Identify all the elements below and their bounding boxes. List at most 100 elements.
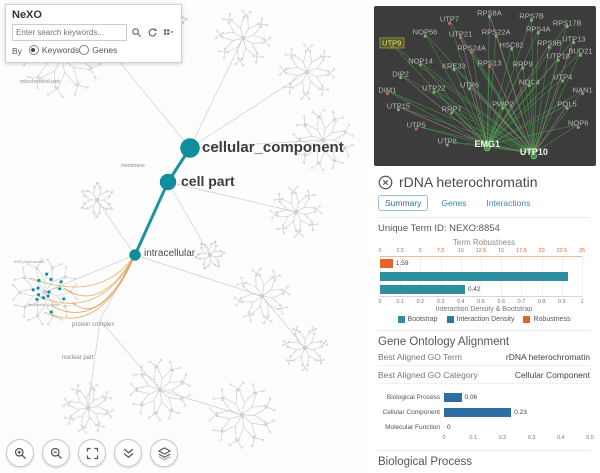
tree-label-cell-part[interactable]: cell part: [181, 173, 235, 189]
gene-node-nop56[interactable]: NOP56: [412, 27, 438, 37]
gene-node-utp6[interactable]: UTP6: [459, 80, 480, 90]
gene-node-utp15[interactable]: UTP15: [386, 101, 411, 111]
gene-network-edges: [385, 13, 585, 160]
robustness-axis-label: Interaction Density & Bootstrap: [435, 306, 533, 313]
bottom-axis-tick: 0: [378, 299, 382, 305]
gene-node-noc4[interactable]: NOC4: [518, 77, 540, 87]
gene-node-nop6[interactable]: NOP6: [568, 118, 589, 128]
top-axis-tick: 5: [418, 248, 422, 254]
fit-to-screen-button[interactable]: [78, 439, 106, 467]
bottom-axis-tick: 0.7: [517, 299, 526, 305]
bottom-axis-tick: 0.8: [537, 299, 546, 305]
radio-dot-genes: [79, 45, 90, 55]
go-category-value: Cellular Component: [514, 370, 590, 380]
gene-node-rps22a[interactable]: RPS22A: [481, 27, 511, 37]
top-axis-line: [380, 256, 582, 257]
gene-node-rrp9[interactable]: RRP9: [512, 59, 533, 69]
gene-network-panel[interactable]: UTP7 RPS8A RPS7B RPS17B NOP56 UTP21 RPS22A RPS4…: [374, 6, 596, 166]
go-chart-row: Biological Process 0.06: [378, 390, 590, 405]
gene-node-rps17b[interactable]: RPS17B: [552, 18, 582, 28]
close-icon[interactable]: [378, 175, 393, 190]
zoom-in-button[interactable]: [6, 439, 34, 467]
tab-interactions[interactable]: Interactions: [486, 198, 531, 208]
go-term-key: Best Aligned GO Term: [378, 352, 462, 362]
gene-node-utp5[interactable]: UTP5: [406, 120, 426, 130]
bar-interaction-density: [380, 285, 465, 294]
gene-node-rps8a[interactable]: RPS8A: [477, 8, 502, 18]
top-axis-tick: 15: [498, 248, 505, 254]
gene-node-emg1[interactable]: EMG1: [474, 139, 500, 150]
gene-node-utp18[interactable]: UTP18: [546, 51, 570, 61]
gene-node-utp9[interactable]: UTP9: [379, 37, 405, 49]
fit-to-screen-icon: [86, 447, 98, 459]
tree-label-intracellular[interactable]: intracellular: [144, 248, 196, 259]
zoom-in-icon: [14, 447, 26, 459]
tree-label-protein-complex: protein complex: [72, 322, 115, 328]
gene-node-utp4[interactable]: UTP4: [553, 72, 573, 82]
gene-node-dip2[interactable]: DIP2: [392, 69, 409, 79]
refresh-icon[interactable]: [146, 26, 159, 39]
canvas-toolbar: [6, 439, 178, 467]
biological-process-heading: Biological Process: [378, 450, 590, 468]
gene-node-hsc82[interactable]: HSC82: [499, 40, 524, 50]
gene-node-utp13[interactable]: UTP13: [562, 34, 586, 44]
go-chart-track: 0.23: [444, 408, 590, 417]
zoom-out-icon: [50, 447, 62, 459]
gene-node-utp22[interactable]: UTP22: [422, 83, 446, 93]
zoom-out-button[interactable]: [42, 439, 70, 467]
gene-node-utp21[interactable]: UTP21: [448, 29, 473, 39]
go-chart-value: 0: [447, 424, 451, 431]
gene-node-bud21[interactable]: BUD21: [568, 46, 593, 56]
collapse-button[interactable]: [114, 439, 142, 467]
go-chart-value: 0.23: [514, 409, 527, 416]
gene-node-rps7b[interactable]: RPS7B: [519, 11, 544, 21]
gene-node-utp7[interactable]: UTP7: [439, 14, 460, 24]
gene-node-rps13[interactable]: RPS13: [477, 58, 502, 68]
radio-keywords[interactable]: Keywords: [28, 45, 79, 55]
gene-node-utp10[interactable]: UTP10: [519, 147, 548, 158]
term-title: rDNA heterochromatin: [399, 174, 538, 190]
collapse-icon: [123, 448, 133, 458]
bar-robustness: [380, 259, 393, 268]
gene-node-dim1[interactable]: DIM1: [378, 85, 397, 95]
search-icon[interactable]: [130, 26, 143, 39]
go-chart-category: Biological Process: [386, 394, 440, 401]
tab-genes[interactable]: Genes: [441, 198, 467, 208]
radio-genes[interactable]: Genes: [79, 45, 117, 55]
top-axis-tick: 0: [378, 248, 382, 254]
bar-bootstrap: [380, 272, 568, 281]
legend-item-bootstrap: Bootstrap: [397, 316, 438, 323]
gene-node-pwp2[interactable]: PWP2: [492, 99, 514, 109]
term-id: Unique Term ID: NEXO:8854: [378, 217, 590, 234]
go-chart-track: 0.06: [444, 393, 590, 402]
gene-node-rps24a[interactable]: RPS24A: [457, 43, 487, 53]
gene-node-rps4a[interactable]: RPS4A: [525, 24, 551, 34]
gene-node-nan1[interactable]: NAN1: [572, 85, 593, 95]
gene-node-nop14[interactable]: NOP14: [408, 56, 433, 66]
gene-node-kre33[interactable]: KRE33: [442, 61, 466, 71]
go-chart-bar: [444, 408, 512, 417]
detail-header: rDNA heterochromatin: [378, 174, 590, 190]
layers-button[interactable]: [150, 439, 178, 467]
gene-node-utp8[interactable]: UTP8: [437, 136, 457, 146]
gene-node-rps9b[interactable]: RPS9B: [537, 38, 562, 48]
top-axis-tick: 7.5: [436, 248, 445, 254]
layers-icon: [157, 446, 171, 460]
tree-label-cellular-component[interactable]: cellular_component: [202, 139, 344, 156]
gene-node-pol5[interactable]: POL5: [557, 99, 577, 109]
right-column: UTP7 RPS8A RPS7B RPS17B NOP56 UTP21 RPS22A RPS4…: [368, 0, 600, 473]
tab-summary[interactable]: Summary: [378, 195, 429, 211]
search-input[interactable]: [12, 24, 127, 41]
options-grid-caret-icon[interactable]: [162, 26, 175, 39]
bottom-axis-tick: 0.1: [396, 299, 405, 305]
bottom-axis-tick: 0.5: [477, 299, 485, 305]
bottom-axis-tick: 0.6: [497, 299, 506, 305]
gene-node-rrp7[interactable]: RRP7: [441, 104, 462, 114]
